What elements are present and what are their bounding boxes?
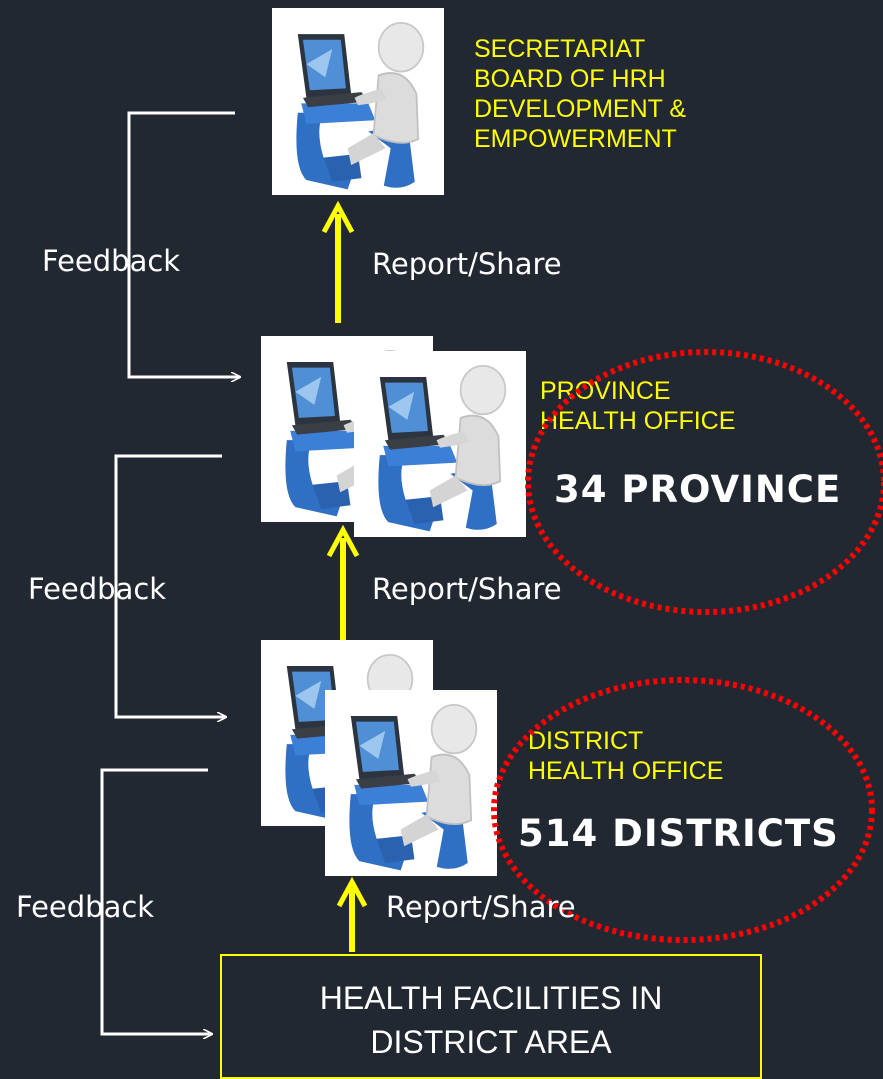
feedback-label-middle: Feedback [28, 572, 167, 606]
feedback-label-bottom: Feedback [16, 890, 155, 924]
report-label-top: Report/Share [372, 247, 562, 281]
health-facilities-box: HEALTH FACILITIES IN DISTRICT AREA [220, 954, 762, 1079]
province-count: 34 PROVINCE [554, 468, 842, 511]
person-at-laptop-icon [272, 8, 444, 195]
person-at-laptop-icon [354, 351, 526, 537]
person-at-laptop-icon [325, 690, 497, 876]
report-label-bottom: Report/Share [386, 890, 576, 924]
report-label-middle: Report/Share [372, 572, 562, 606]
secretariat-label: SECRETARIAT BOARD OF HRH DEVELOPMENT & E… [474, 35, 687, 153]
district-count: 514 DISTRICTS [518, 812, 839, 855]
secretariat-illustration [272, 8, 444, 195]
district-illustration-front [325, 690, 497, 876]
province-illustration-front [354, 351, 526, 537]
province-label: PROVINCE HEALTH OFFICE [540, 377, 736, 435]
district-label: DISTRICT HEALTH OFFICE [528, 727, 724, 785]
feedback-label-top: Feedback [42, 244, 181, 278]
